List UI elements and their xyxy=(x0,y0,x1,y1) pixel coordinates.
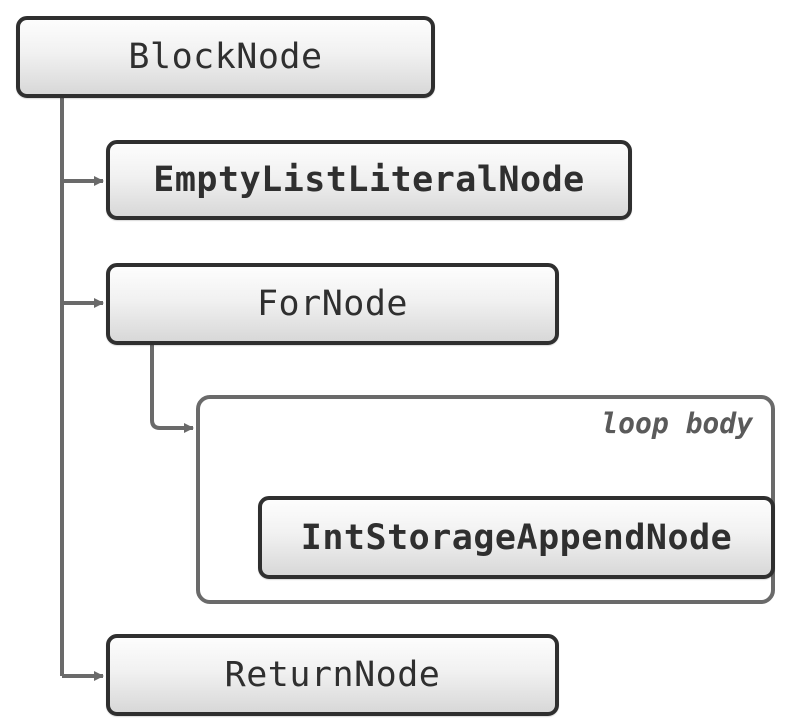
empty-list-literal-node: EmptyListLiteralNode xyxy=(106,140,632,220)
connector-for-to-loop-body xyxy=(150,343,194,433)
for-node-label: ForNode xyxy=(256,284,408,324)
block-node: BlockNode xyxy=(16,16,435,98)
loop-body-group: loop body xyxy=(196,395,775,604)
empty-list-literal-node-label: EmptyListLiteralNode xyxy=(153,160,585,200)
loop-body-label: loop body xyxy=(601,407,753,440)
for-node: ForNode xyxy=(106,263,559,345)
int-storage-append-node: IntStorageAppendNode xyxy=(258,496,775,579)
int-storage-append-node-label: IntStorageAppendNode xyxy=(300,517,733,558)
return-node: ReturnNode xyxy=(106,634,559,716)
block-node-label: BlockNode xyxy=(128,37,323,77)
return-node-label: ReturnNode xyxy=(224,655,441,695)
